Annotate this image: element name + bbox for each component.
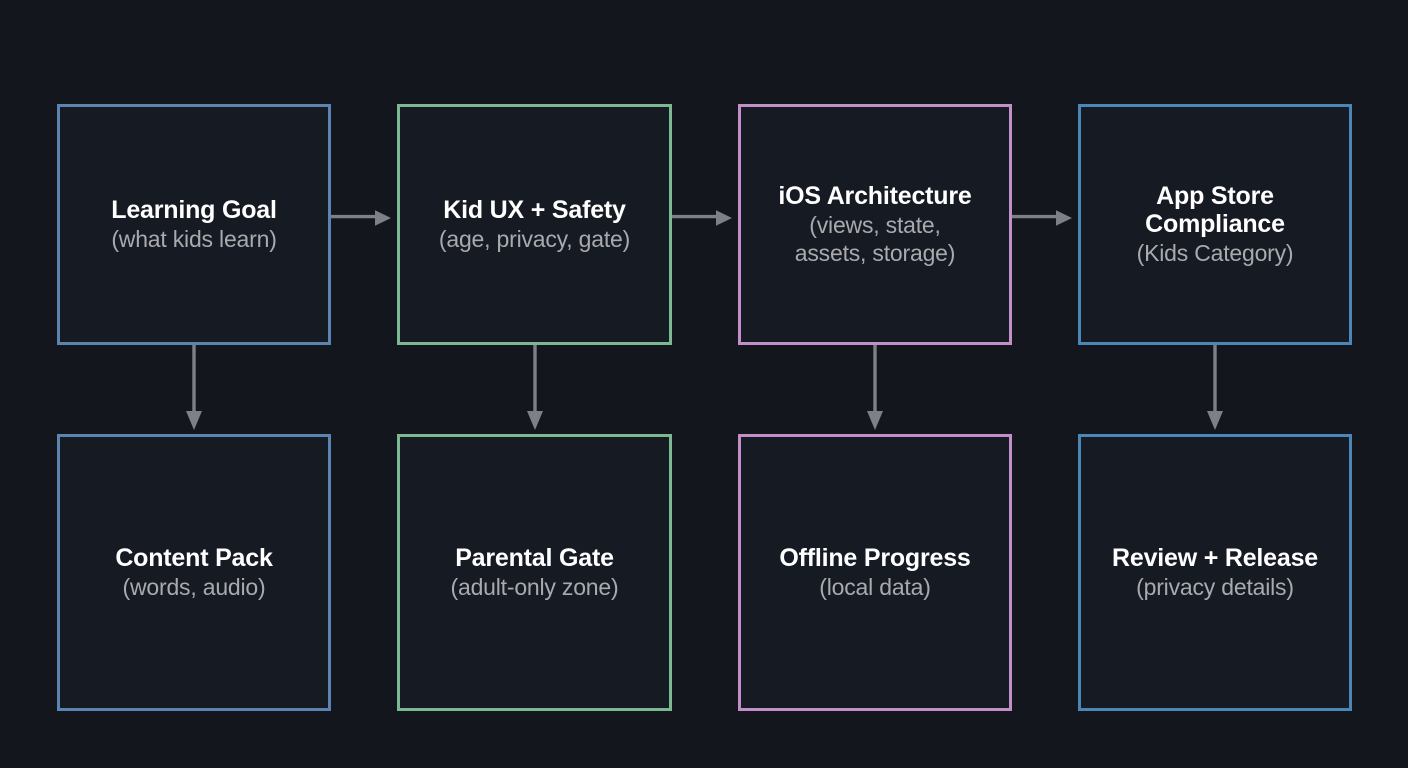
node-subtitle: (local data): [819, 573, 931, 600]
arrow-app-store-to-review-release: [1207, 345, 1223, 430]
node-app-store-compliance[interactable]: App Store Compliance (Kids Category): [1078, 104, 1352, 345]
node-kid-ux-safety[interactable]: Kid UX + Safety (age, privacy, gate): [397, 104, 672, 345]
node-offline-progress[interactable]: Offline Progress (local data): [738, 434, 1012, 711]
node-content-pack[interactable]: Content Pack (words, audio): [57, 434, 331, 711]
node-title: Parental Gate: [455, 543, 614, 572]
node-title: Offline Progress: [779, 543, 971, 572]
node-ios-architecture[interactable]: iOS Architecture (views, state, assets, …: [738, 104, 1012, 345]
node-title: Learning Goal: [111, 195, 277, 224]
node-review-release[interactable]: Review + Release (privacy details): [1078, 434, 1352, 711]
node-title: iOS Architecture: [778, 181, 972, 210]
node-subtitle: (Kids Category): [1136, 239, 1294, 266]
node-subtitle: (words, audio): [122, 573, 266, 600]
arrow-ios-architecture-to-app-store: [1012, 210, 1072, 226]
node-title: Review + Release: [1112, 543, 1318, 572]
node-subtitle: (views, state, assets, storage): [794, 211, 956, 266]
node-subtitle: (adult-only zone): [450, 573, 619, 600]
node-subtitle: (age, privacy, gate): [438, 225, 631, 252]
arrow-ios-architecture-to-offline-progress: [867, 345, 883, 430]
node-title: App Store Compliance: [1145, 181, 1285, 238]
node-title: Content Pack: [115, 543, 273, 572]
arrow-learning-goal-to-content-pack: [186, 345, 202, 430]
node-subtitle: (privacy details): [1136, 573, 1294, 600]
node-subtitle: (what kids learn): [111, 225, 277, 252]
node-learning-goal[interactable]: Learning Goal (what kids learn): [57, 104, 331, 345]
arrow-kid-ux-to-ios-architecture: [672, 210, 732, 226]
node-title: Kid UX + Safety: [443, 195, 626, 224]
arrow-learning-goal-to-kid-ux: [331, 210, 391, 226]
arrow-kid-ux-to-parental-gate: [527, 345, 543, 430]
node-parental-gate[interactable]: Parental Gate (adult-only zone): [397, 434, 672, 711]
